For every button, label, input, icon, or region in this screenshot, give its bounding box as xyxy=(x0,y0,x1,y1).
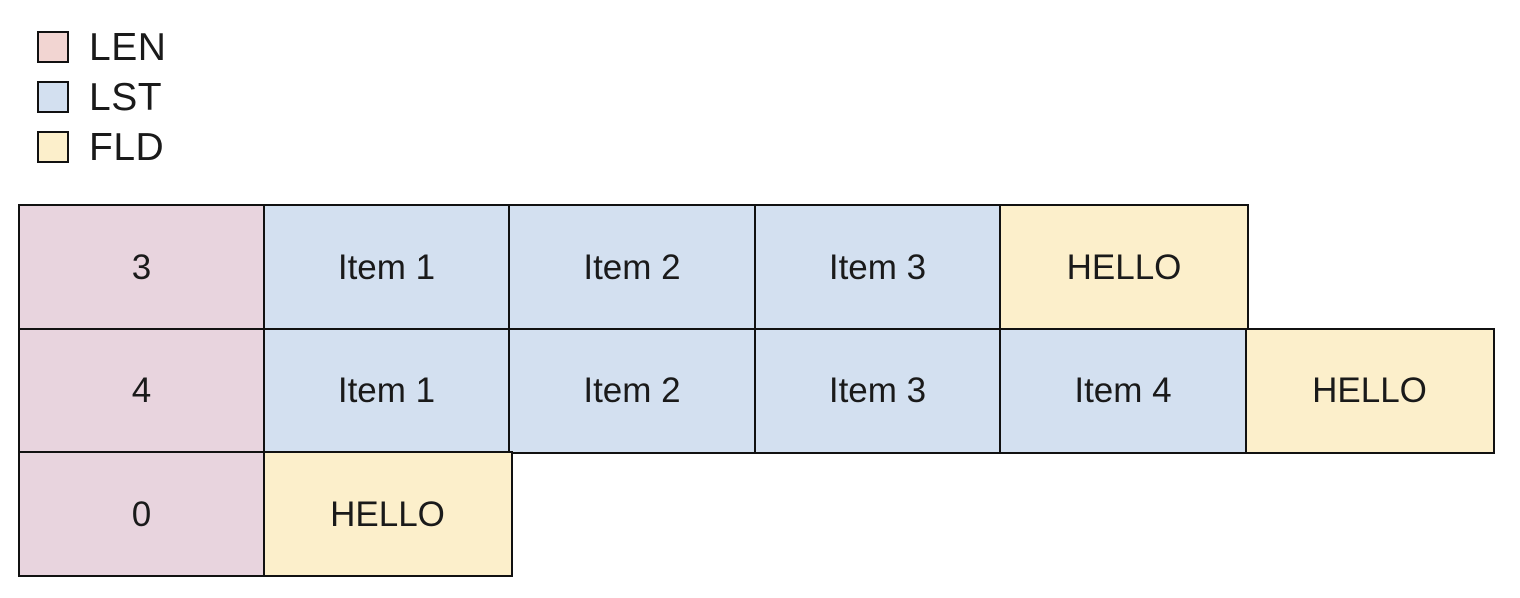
legend-swatch-len xyxy=(37,31,69,63)
cell-lst: Item 2 xyxy=(508,327,756,454)
cell-lst: Item 1 xyxy=(262,327,511,454)
cell-lst: Item 2 xyxy=(508,204,756,330)
cell-fld: HELLO xyxy=(262,451,513,577)
legend-swatch-fld xyxy=(37,131,69,163)
cell-lst: Item 3 xyxy=(753,327,1002,454)
cell-lst: Item 4 xyxy=(999,327,1247,454)
legend-item-lst: LST xyxy=(37,72,337,122)
cell-len: 0 xyxy=(18,451,265,577)
cell-fld: HELLO xyxy=(999,204,1249,330)
legend-label-lst: LST xyxy=(89,75,163,119)
legend-swatch-lst xyxy=(37,81,69,113)
cell-fld: HELLO xyxy=(1244,327,1495,454)
legend-label-fld: FLD xyxy=(89,125,165,169)
legend-item-fld: FLD xyxy=(37,122,337,172)
cell-lst: Item 3 xyxy=(753,204,1002,330)
legend-item-len: LEN xyxy=(37,22,337,72)
cell-len: 3 xyxy=(18,204,265,330)
legend: LEN LST FLD xyxy=(37,22,337,172)
cell-len: 4 xyxy=(18,327,265,454)
cell-lst: Item 1 xyxy=(262,204,511,330)
legend-label-len: LEN xyxy=(89,25,167,69)
